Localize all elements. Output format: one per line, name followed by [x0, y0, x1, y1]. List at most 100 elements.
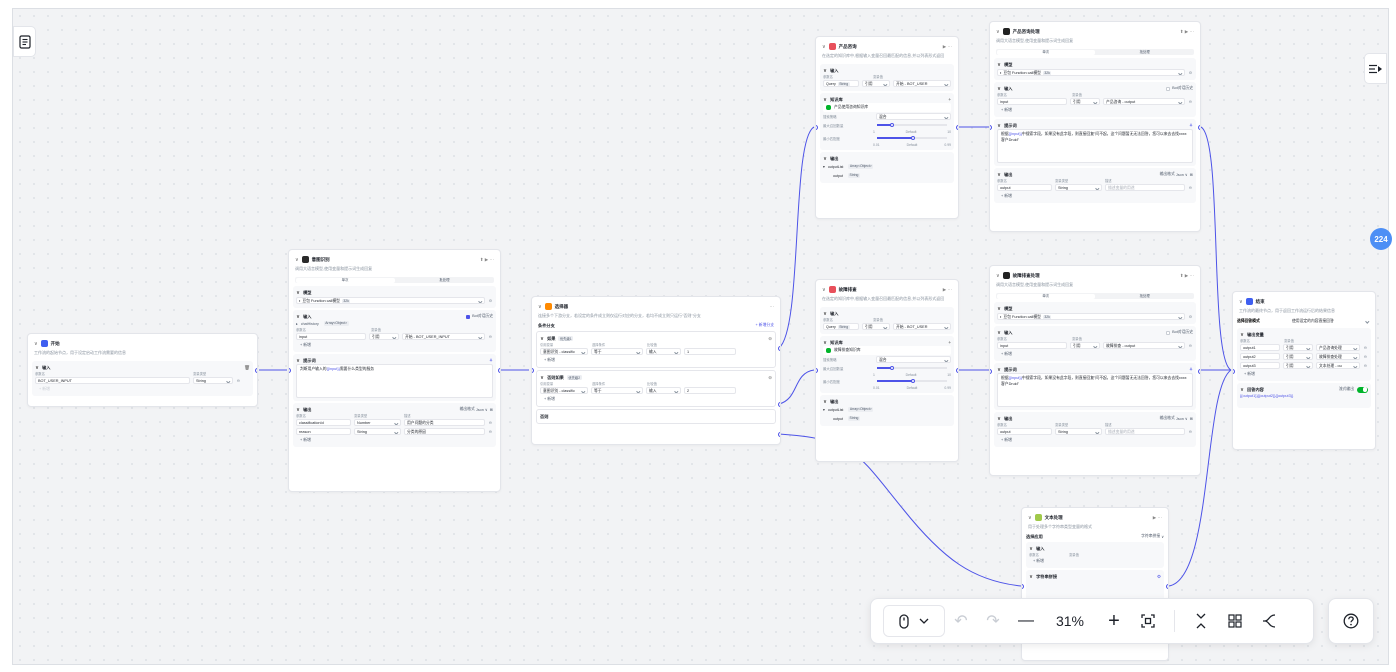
output-port[interactable]	[255, 368, 257, 373]
tab-batch[interactable]: 批处理	[439, 278, 450, 282]
tab-batch[interactable]: 批处理	[1139, 294, 1150, 298]
selector-icon	[544, 303, 552, 310]
app-select[interactable]: 字符串拼接	[1141, 534, 1161, 538]
tab-batch[interactable]: 批处理	[1139, 50, 1150, 54]
prompt-editor[interactable]: 判断用户输入的{{input}}需要什么类型的服务	[296, 364, 493, 398]
node-title: 产品咨询处理	[1012, 28, 1040, 34]
node-title: 开始	[50, 340, 60, 346]
answer-mode-select[interactable]: 使用设定的内容直接回答	[1290, 318, 1371, 325]
output-port[interactable]	[956, 368, 958, 373]
input-port[interactable]	[990, 369, 992, 374]
tab-single[interactable]: 单次	[996, 293, 1095, 299]
zoom-out-button[interactable]: —	[1009, 605, 1043, 637]
workflow-canvas[interactable]: ∨开始 工作流的起始节点，用于设定启动工作流需要的信息 ∨输入🗑 参数名变量类型…	[12, 8, 1389, 665]
prompt-editor[interactable]: 根据{{input}}中搜索字段，如果没有此字段，则直接回复"问不起，这个问题暂…	[997, 373, 1193, 407]
chat-history-checkbox[interactable]	[1166, 86, 1171, 91]
node-description: 在选定的知识库中,根据输入变量召回最匹配的信息,并以列表形式返回	[822, 296, 945, 301]
llm-icon	[1002, 272, 1010, 279]
output-port[interactable]	[1198, 125, 1200, 130]
run-panel-button[interactable]	[1364, 53, 1387, 84]
node-title: 故障排查	[838, 286, 857, 292]
output-port[interactable]	[956, 125, 958, 130]
branch-1-port[interactable]	[778, 346, 780, 351]
kb-icon	[826, 348, 831, 353]
fit-view-icon	[1141, 614, 1155, 628]
outline-button[interactable]	[13, 26, 36, 57]
knowledge-icon	[828, 43, 836, 50]
input-port[interactable]	[1022, 584, 1024, 589]
pointer-mode-select[interactable]	[883, 605, 945, 637]
zoom-in-button[interactable]: +	[1097, 605, 1131, 637]
redo-button[interactable]: ↷	[977, 605, 1009, 637]
collapse-button[interactable]	[1184, 605, 1218, 637]
add-branch-button[interactable]: + 新增分支	[755, 323, 774, 327]
help-button[interactable]	[1328, 598, 1374, 644]
undo-button[interactable]: ↶	[945, 605, 977, 637]
llm-product-node[interactable]: ∨产品咨询处理⬆ ▶ ··· 调用大语言模型,使用变量和提示词生成回复 单次批处…	[989, 21, 1201, 232]
input-port[interactable]	[990, 125, 992, 130]
output-port[interactable]	[498, 368, 500, 373]
kb-fault-node[interactable]: ∨故障排查▶ ··· 在选定的知识库中,根据输入变量召回最匹配的信息,并以列表形…	[815, 279, 959, 462]
undo-icon: ↶	[954, 613, 968, 630]
else-port[interactable]	[778, 432, 780, 437]
redo-icon: ↷	[986, 613, 1000, 630]
prompt-editor[interactable]: 根据{{input}}中搜索字段，如果没有此字段，则直接回复"问不起，这个问题暂…	[997, 129, 1193, 163]
param-name-input[interactable]: input	[296, 333, 366, 340]
intent-node[interactable]: ∨意图识别⬆ ▶ ··· 调用大语言模型,使用变量和提示词生成回复 单次批处理 …	[288, 249, 501, 492]
reply-content[interactable]: {{output1}}{{output2}}{{output3}}	[1240, 394, 1294, 398]
input-port[interactable]	[532, 368, 534, 373]
ref-value-select[interactable]: 开始 - BOT_USER_INPUT	[402, 333, 485, 340]
output-port[interactable]	[1198, 369, 1200, 374]
node-description: 调用大语言模型,使用变量和提示词生成回复	[996, 282, 1074, 287]
branch-2-port[interactable]	[778, 402, 780, 407]
input-port[interactable]	[816, 368, 818, 373]
start-node[interactable]: ∨开始 工作流的起始节点，用于设定启动工作流需要的信息 ∨输入🗑 参数名变量类型…	[27, 333, 258, 407]
notification-badge[interactable]: 224	[1370, 228, 1392, 250]
chat-history-checkbox[interactable]	[466, 314, 471, 319]
text-icon	[1034, 514, 1042, 521]
llm-fault-node[interactable]: ∨故障排查处理⬆ ▶ ··· 调用大语言模型,使用变量和提示词生成回复 单次批处…	[989, 265, 1201, 476]
section-title: 输入	[42, 364, 51, 370]
edge-selector-kb2	[778, 369, 815, 405]
kb-product-node[interactable]: ∨产品咨询▶ ··· 在选定的知识库中,根据输入变量召回最匹配的信息,并以列表形…	[815, 36, 959, 219]
tab-single[interactable]: 单次	[996, 49, 1095, 55]
document-list-icon	[18, 34, 31, 49]
delete-icon[interactable]: 🗑	[244, 364, 250, 370]
play-list-icon	[1369, 64, 1382, 73]
param-name-input[interactable]: BOT_USER_INPUT	[35, 377, 190, 384]
remove-icon[interactable]: ⊖	[236, 379, 241, 383]
fit-view-button[interactable]	[1131, 605, 1165, 637]
node-title: 意图识别	[311, 256, 330, 262]
param-type-select[interactable]: String	[193, 377, 233, 384]
selector-node[interactable]: ∨选择器··· 连接多个下游分支，若设定的条件成立则仅运行对应的分支，若均不成立…	[531, 296, 781, 445]
layout-button[interactable]	[1218, 605, 1252, 637]
settings-icon[interactable]: ⚙	[488, 299, 493, 303]
tab-single[interactable]: 单次	[295, 277, 395, 283]
node-description: 在选定的知识库中,根据输入变量召回最匹配的信息,并以列表形式返回	[822, 53, 945, 58]
node-description: 工作流的起始节点，用于设定启动工作流需要的信息	[34, 350, 126, 355]
node-description: 连接多个下游分支，若设定的条件成立则仅运行对应的分支，若均不成立则只运行"否则"…	[538, 313, 701, 318]
node-description: 用于处理多个字符串类型变量的格式	[1028, 524, 1092, 529]
ref-select[interactable]: 引用	[369, 333, 399, 340]
stream-toggle[interactable]	[1357, 386, 1368, 393]
chat-history-checkbox[interactable]	[1166, 330, 1171, 335]
minus-icon: —	[1018, 612, 1034, 629]
input-port[interactable]	[816, 125, 818, 130]
add-input-button[interactable]: 新增	[303, 343, 311, 347]
connector-style-button[interactable]	[1252, 605, 1286, 637]
add-output-button[interactable]: 新增	[303, 438, 311, 442]
output-port[interactable]	[1166, 584, 1168, 589]
question-icon	[1343, 613, 1359, 629]
node-title: 文本处理	[1044, 514, 1063, 520]
edge-selector-kb1	[778, 126, 815, 349]
intent-icon	[301, 256, 309, 263]
node-title: 产品咨询	[838, 43, 857, 49]
end-node[interactable]: ∨结束 工作流的最终节点，用于返回工作流运行后的结果信息 选择回答模式使用设定的…	[1232, 291, 1376, 450]
input-port[interactable]	[289, 368, 291, 373]
input-port[interactable]	[1233, 369, 1235, 374]
edge-llm1-end	[1200, 126, 1232, 371]
zoom-level: 31%	[1055, 613, 1085, 629]
